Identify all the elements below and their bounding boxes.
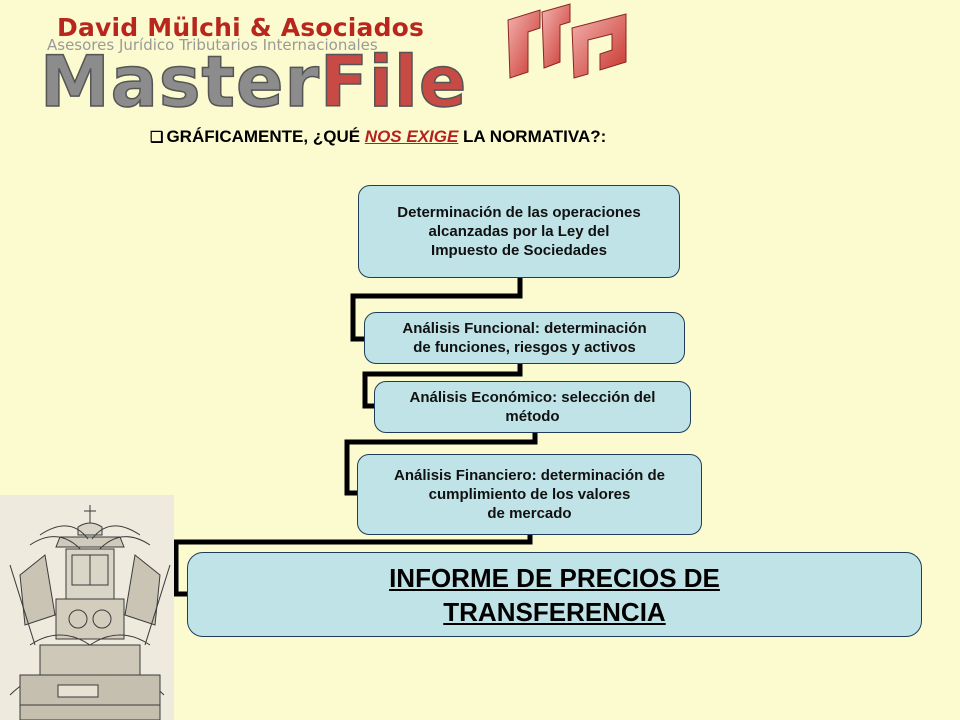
firm-name: David Mülchi & Asociados (57, 13, 425, 42)
checkbox-bullet-icon: ❑ (150, 129, 164, 146)
step-2-box: Análisis Funcional: determinación de fun… (364, 312, 685, 364)
step-3-box: Análisis Económico: selección del método (374, 381, 691, 433)
step-1-box: Determinación de las operaciones alcanza… (358, 185, 680, 278)
product-logo-part2: File (319, 41, 468, 123)
step-3-label: Análisis Económico: selección del método (409, 389, 656, 425)
engraved-monument-illustration (0, 495, 174, 720)
connector-1-2 (350, 277, 523, 342)
product-logo-text: MasterFile (39, 41, 468, 123)
heading-pre: GRÁFICAMENTE, ¿QUÉ (166, 127, 365, 146)
heading-post: LA NORMATIVA?: (458, 127, 607, 146)
final-report-label: INFORME DE PRECIOS DE TRANSFERENCIA (389, 562, 720, 627)
connector-4-5 (173, 534, 533, 597)
step-4-label: Análisis Financiero: determinación de cu… (394, 467, 665, 522)
product-logo-part1: Master (39, 41, 321, 123)
final-report-box: INFORME DE PRECIOS DE TRANSFERENCIA (187, 552, 922, 637)
step-4-box: Análisis Financiero: determinación de cu… (357, 454, 702, 535)
rf-logo-mark-icon (507, 3, 627, 79)
heading-emphasis: NOS EXIGE (364, 127, 459, 146)
firm-subtitle: Asesores Jurídico Tributarios Internacio… (47, 36, 378, 54)
slide-heading: ❑GRÁFICAMENTE, ¿QUÉ NOS EXIGE LA NORMATI… (150, 127, 606, 147)
connector-3-4 (344, 432, 538, 496)
connector-2-3 (362, 363, 523, 409)
step-1-label: Determinación de las operaciones alcanza… (397, 204, 641, 259)
step-2-label: Análisis Funcional: determinación de fun… (402, 320, 647, 356)
